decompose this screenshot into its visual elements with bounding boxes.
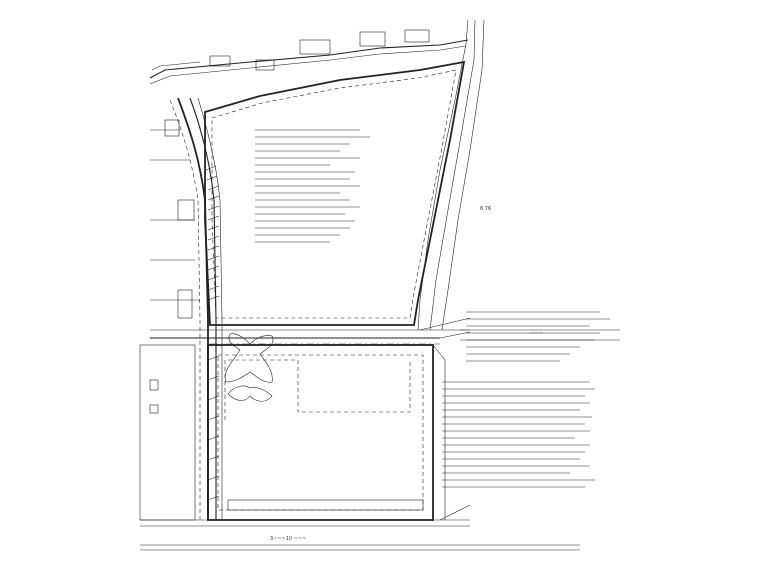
north-buildings [209, 29, 430, 71]
south-lot [207, 344, 446, 521]
east-notes [466, 311, 610, 362]
north-lot [204, 60, 466, 326]
site-boundary [149, 19, 485, 331]
south-road [140, 504, 580, 551]
west-road [169, 97, 223, 520]
south-east-notes [442, 381, 595, 488]
west-buildings [139, 119, 200, 521]
north-notes [255, 129, 370, 243]
cross-road [150, 317, 471, 345]
plaza-feature [224, 333, 274, 402]
north-dim-label: 6.76 [480, 206, 491, 212]
south-road-label: 3~~~10 ~~~ [270, 536, 306, 542]
east-road-label: ~~~ [530, 331, 543, 337]
road-hatch [205, 165, 220, 501]
